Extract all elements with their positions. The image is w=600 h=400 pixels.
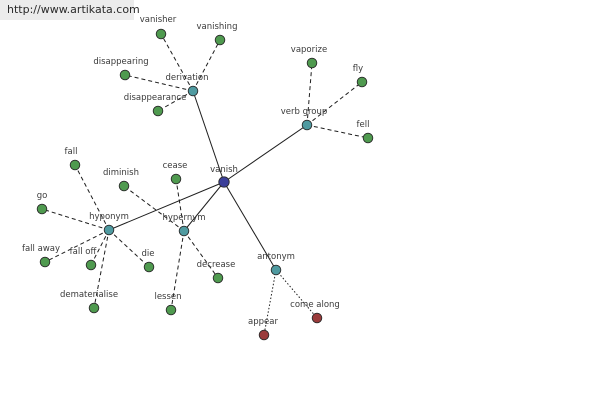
relation-node-hypernym[interactable] [178, 225, 190, 237]
word-node-vanishing[interactable] [214, 34, 226, 46]
word-label-fell: fell [357, 120, 370, 130]
word-label-vanishing: vanishing [197, 22, 238, 32]
center-node-vanish[interactable] [218, 176, 230, 188]
word-label-fall-off: fall off [70, 247, 98, 257]
edge-hypernym-diminish [123, 185, 185, 232]
edge-hyponym-fall-away [44, 229, 110, 263]
word-label-come-along: come along [290, 300, 340, 310]
word-label-dematerialise: dematerialise [60, 290, 118, 300]
edge-vanish-verb-group [223, 124, 308, 183]
word-node-fall[interactable] [69, 159, 81, 171]
graph-edges [41, 33, 369, 336]
word-node-diminish[interactable] [118, 180, 130, 192]
relation-label-derivation: derivation [165, 73, 208, 83]
edge-vanish-hyponym [108, 181, 225, 231]
relation-node-verb-group[interactable] [301, 119, 313, 131]
relation-label-verb-group: verb group [281, 107, 328, 117]
edge-antonym-come-along [275, 269, 318, 319]
word-node-fall-away[interactable] [39, 256, 51, 268]
edge-antonym-appear [263, 269, 277, 336]
edge-derivation-disappearing [124, 74, 194, 92]
graph-labels: derivation vanisher vanishing disappearing d… [22, 15, 369, 327]
word-label-vanisher: vanisher [140, 15, 177, 25]
center-label-vanish: vanish [210, 165, 238, 175]
word-label-cease: cease [163, 161, 188, 171]
word-label-diminish: diminish [103, 168, 139, 178]
edge-verb-group-fell [306, 124, 369, 139]
word-label-decrease: decrease [197, 260, 236, 270]
word-node-disappearing[interactable] [119, 69, 131, 81]
word-label-fly: fly [353, 64, 363, 74]
word-label-disappearance: disappearance [124, 93, 187, 103]
graph-nodes [36, 28, 374, 341]
edge-hypernym-cease [175, 178, 185, 232]
relation-label-hyponym: hyponym [89, 212, 129, 222]
word-node-come-along[interactable] [311, 312, 323, 324]
watermark-url: http://www.artikata.com [0, 0, 140, 20]
relation-node-hyponym[interactable] [103, 224, 115, 236]
word-node-disappearance[interactable] [152, 105, 164, 117]
word-node-die[interactable] [143, 261, 155, 273]
word-label-die: die [142, 249, 155, 259]
word-node-fell[interactable] [362, 132, 374, 144]
edge-derivation-vanishing [192, 39, 221, 92]
relation-label-hypernym: hypernym [162, 213, 205, 223]
word-node-cease[interactable] [170, 173, 182, 185]
edge-vanish-derivation [192, 90, 225, 183]
word-label-appear: appear [248, 317, 278, 327]
word-label-disappearing: disappearing [93, 57, 148, 67]
word-node-decrease[interactable] [212, 272, 224, 284]
edge-hypernym-decrease [183, 230, 219, 279]
word-node-appear[interactable] [258, 329, 270, 341]
edge-hyponym-fall [74, 164, 110, 231]
edge-derivation-vanisher [160, 33, 194, 92]
word-label-vaporize: vaporize [291, 45, 327, 55]
edge-hypernym-lessen [170, 230, 185, 311]
word-label-fall-away: fall away [22, 244, 60, 254]
word-node-dematerialise[interactable] [88, 302, 100, 314]
word-node-fall-off[interactable] [85, 259, 97, 271]
word-node-go[interactable] [36, 203, 48, 215]
edge-hyponym-go [41, 208, 110, 231]
relation-node-derivation[interactable] [187, 85, 199, 97]
word-node-vaporize[interactable] [306, 57, 318, 69]
relation-node-antonym[interactable] [270, 264, 282, 276]
word-node-fly[interactable] [356, 76, 368, 88]
edge-hyponym-dematerialise [93, 229, 110, 309]
edge-vanish-antonym [223, 181, 277, 271]
word-node-vanisher[interactable] [155, 28, 167, 40]
word-node-lessen[interactable] [165, 304, 177, 316]
edge-verb-group-fly [306, 81, 363, 126]
word-label-fall: fall [65, 147, 78, 157]
relation-label-antonym: antonym [257, 252, 295, 262]
edge-hyponym-die [108, 229, 150, 268]
edge-vanish-hypernym [183, 181, 225, 232]
word-label-lessen: lessen [154, 292, 181, 302]
edge-verb-group-vaporize [306, 62, 313, 126]
word-label-go: go [37, 191, 48, 201]
